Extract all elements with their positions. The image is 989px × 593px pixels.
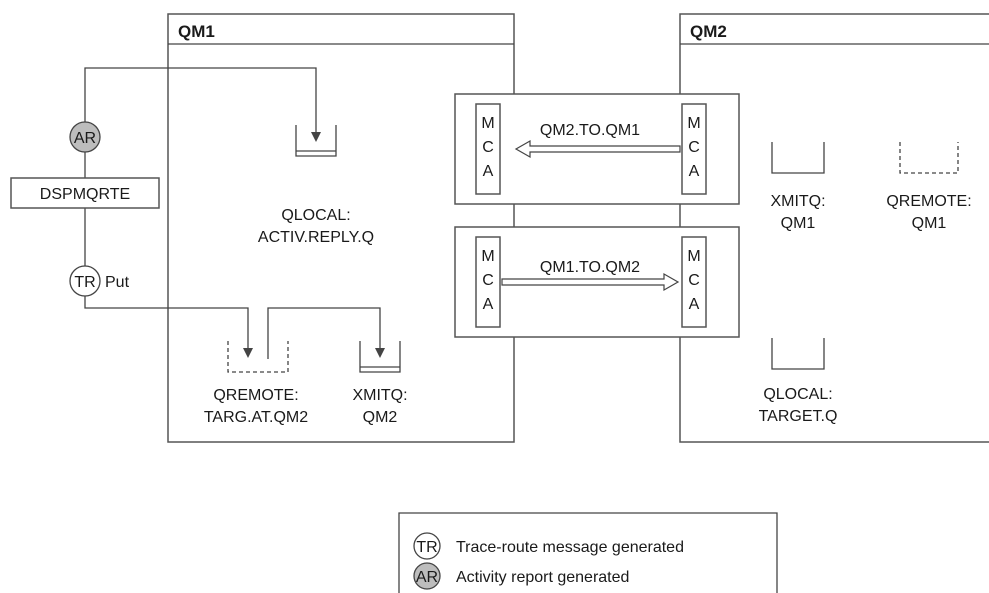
mca-letter: M xyxy=(687,248,700,265)
mca-letter: C xyxy=(688,272,700,289)
forward-channel: M C A M C A QM1.TO.QM2 xyxy=(454,226,740,338)
qm2-remote-queue-type: QREMOTE: xyxy=(886,193,971,210)
command-flow: AR DSPMQRTE TR Put xyxy=(10,67,321,358)
qm2-title: QM2 xyxy=(690,22,727,41)
ar-marker-label: AR xyxy=(74,130,96,147)
put-label: Put xyxy=(105,274,130,291)
return-channel-name: QM2.TO.QM1 xyxy=(540,122,640,139)
legend-frame xyxy=(398,512,778,593)
return-channel-mca-right xyxy=(681,103,707,195)
mca-letter: A xyxy=(689,163,700,180)
xmit-queue-name: QM2 xyxy=(363,409,398,426)
target-queue-type: QLOCAL: xyxy=(763,386,832,403)
legend-ar-abbr: AR xyxy=(416,569,438,586)
qm2-xmit-queue-icon xyxy=(771,142,825,174)
reply-queue-name: ACTIV.REPLY.Q xyxy=(258,229,374,246)
return-channel-mca-left xyxy=(475,103,501,195)
remote-queue-icon xyxy=(227,341,289,373)
legend-tr-text: Trace-route message generated xyxy=(456,539,684,556)
mca-letter: M xyxy=(481,115,494,132)
tr-marker xyxy=(69,265,101,297)
legend: TR Trace-route message generated AR Acti… xyxy=(398,512,778,593)
ar-marker xyxy=(69,121,101,153)
remote-to-xmit-arrowhead xyxy=(375,348,385,358)
mca-letter: M xyxy=(481,248,494,265)
remote-to-xmit-line xyxy=(267,307,381,359)
target-queue-icon xyxy=(771,338,825,370)
qm2-xmit-queue: XMITQ: QM1 xyxy=(770,142,826,232)
qm2-xmit-queue-name: QM1 xyxy=(781,215,816,232)
reply-path-line xyxy=(84,67,317,134)
qm2-box: QM2 xyxy=(679,13,989,443)
legend-ar-text: Activity report generated xyxy=(456,569,629,586)
legend-tr-abbr: TR xyxy=(416,539,437,556)
tr-marker-label: TR xyxy=(74,274,95,291)
qm2-xmit-queue-type: XMITQ: xyxy=(770,193,825,210)
qm2-remote-queue-icon xyxy=(899,142,959,174)
qm2-remote-queue-name: QM1 xyxy=(912,215,947,232)
dspmqrte-label: DSPMQRTE xyxy=(40,186,130,203)
remote-queue-type: QREMOTE: xyxy=(213,387,298,404)
reply-path-arrowhead xyxy=(311,132,321,142)
legend-ar-icon xyxy=(413,562,441,590)
mca-letter: A xyxy=(689,296,700,313)
put-path-line xyxy=(84,296,249,350)
return-channel: M C A M C A QM2.TO.QM1 xyxy=(454,93,740,205)
put-path-arrowhead xyxy=(243,348,253,358)
mca-letter: C xyxy=(482,139,494,156)
qm2-target-queue: QLOCAL: TARGET.Q xyxy=(759,338,838,425)
mca-letter: A xyxy=(483,163,494,180)
xmit-queue-type: XMITQ: xyxy=(352,387,407,404)
reply-queue-icon xyxy=(295,125,337,157)
mca-letter: C xyxy=(688,139,700,156)
forward-channel-mca-right xyxy=(681,236,707,328)
reply-queue-type: QLOCAL: xyxy=(281,207,350,224)
qm1-remote-queue: QREMOTE: TARG.AT.QM2 xyxy=(204,307,385,426)
return-channel-arrow xyxy=(514,139,681,159)
xmit-queue-icon xyxy=(359,341,401,373)
forward-channel-name: QM1.TO.QM2 xyxy=(540,259,640,276)
mca-letter: M xyxy=(687,115,700,132)
forward-channel-mca-left xyxy=(475,236,501,328)
forward-channel-arrow xyxy=(501,272,680,292)
target-queue-name: TARGET.Q xyxy=(759,408,838,425)
qm1-xmit-queue: XMITQ: QM2 xyxy=(352,341,408,426)
remote-queue-name: TARG.AT.QM2 xyxy=(204,409,308,426)
mca-letter: C xyxy=(482,272,494,289)
qm2-remote-queue: QREMOTE: QM1 xyxy=(886,142,972,232)
qm1-title: QM1 xyxy=(178,22,215,41)
legend-tr-icon xyxy=(413,532,441,560)
mca-letter: A xyxy=(483,296,494,313)
qm1-reply-queue: QLOCAL: ACTIV.REPLY.Q xyxy=(258,125,374,246)
dspmqrte-box xyxy=(10,177,160,209)
